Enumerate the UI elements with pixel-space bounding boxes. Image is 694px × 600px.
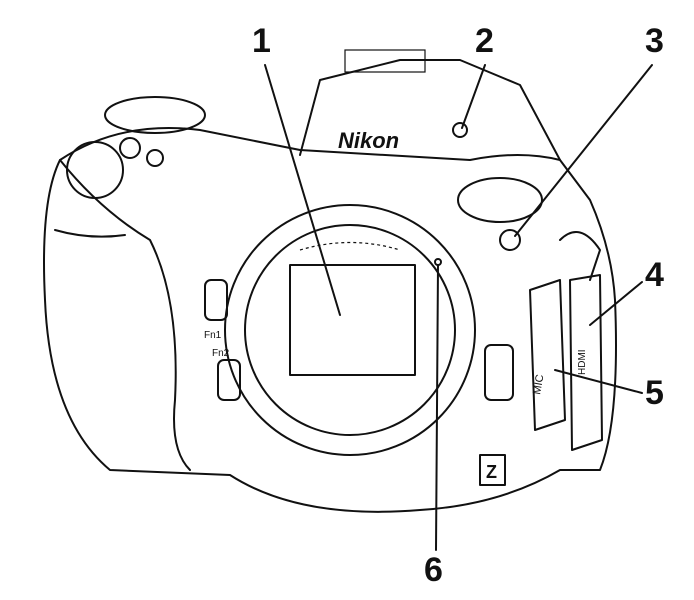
mount-contacts: [299, 241, 401, 251]
connector-cover-right: [569, 274, 603, 451]
command-dial: [66, 141, 124, 199]
callout-3: 3: [645, 22, 664, 60]
image-sensor: [289, 264, 416, 376]
callout-6: 6: [424, 551, 443, 589]
mic-label: MIC: [531, 374, 546, 396]
af-assist-lamp: [499, 229, 521, 251]
hdmi-label: HDMI: [577, 349, 588, 375]
callout-4: 4: [645, 256, 664, 294]
leader-line-6: [435, 264, 439, 551]
leader-line-2: [461, 64, 486, 129]
button-top-2: [146, 149, 164, 167]
leader-line-5: [554, 369, 643, 394]
connector-cover-left: [529, 279, 566, 431]
z-logo-badge: [479, 454, 506, 486]
button-top: [119, 137, 141, 159]
fn2-label: Fn2: [212, 348, 230, 359]
brand-logo: Nikon: [338, 128, 399, 153]
fn1-label: Fn1: [204, 330, 222, 341]
viewfinder-hump: [299, 59, 561, 161]
leader-line-4: [589, 281, 643, 326]
strap-eyelet: [559, 231, 601, 281]
fn1-button: [204, 279, 228, 321]
lens-mount-outer: [224, 204, 476, 456]
z-logo: Z: [486, 462, 497, 482]
callout-2: 2: [475, 22, 494, 60]
leader-line-1: [264, 64, 341, 316]
fn2-button: [217, 359, 241, 401]
sub-dial: [457, 177, 543, 223]
leader-line-3: [514, 64, 653, 237]
eye-sensor: [452, 122, 468, 138]
grip: [59, 159, 191, 471]
mode-dial: [104, 96, 206, 134]
hot-shoe: [344, 49, 426, 73]
lens-mount-inner: [244, 224, 456, 436]
callout-5: 5: [645, 374, 664, 412]
sub-command-dial: [54, 229, 126, 238]
callout-1: 1: [252, 22, 271, 60]
camera-body: [43, 127, 617, 513]
lens-release-button: [484, 344, 514, 401]
